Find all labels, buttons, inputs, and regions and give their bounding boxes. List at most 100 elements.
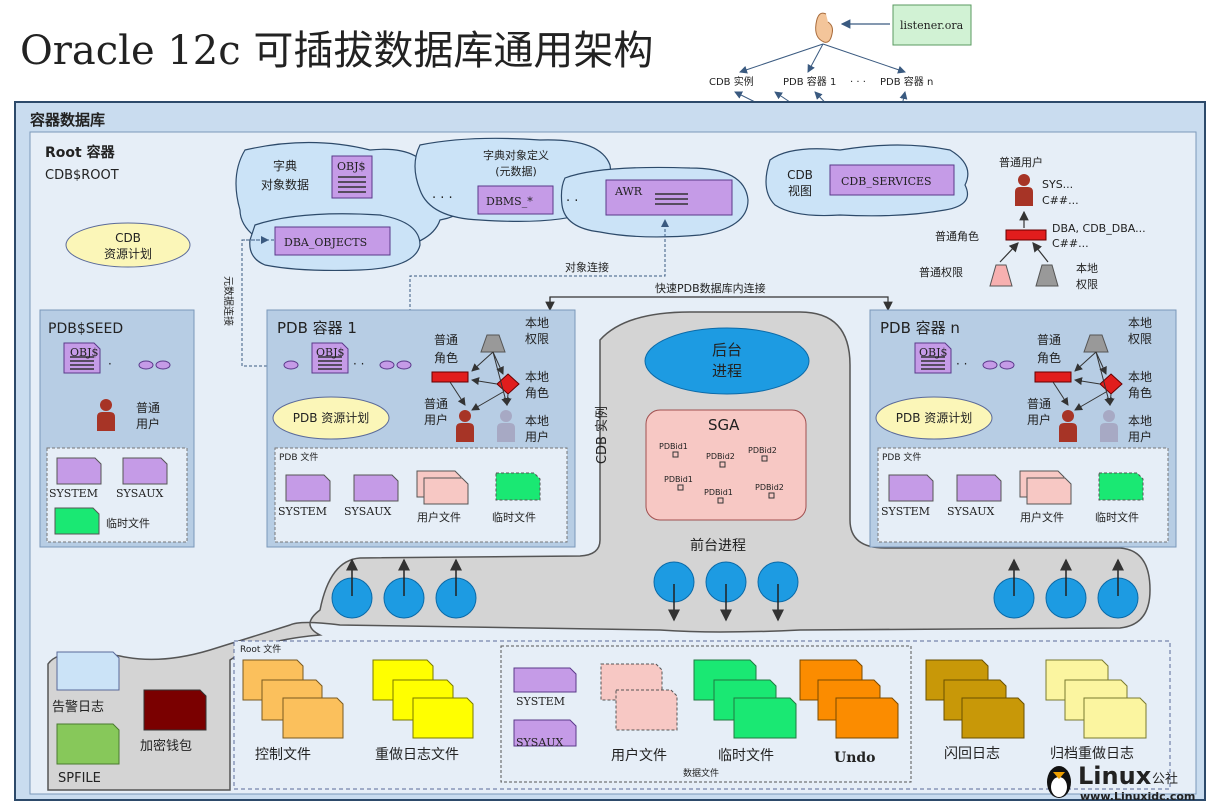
- cdb-resource-plan-label: CDB 资源计划: [104, 231, 152, 261]
- pdb1-common-role-label: 普通角色: [434, 333, 458, 365]
- pdb1-resource-plan-label: PDB 资源计划: [293, 411, 370, 425]
- cdb-resource-plan-line2: 资源计划: [104, 247, 152, 261]
- pdbn-resource-plan-label: PDB 资源计划: [896, 411, 973, 425]
- root-common-role-icon: [1005, 229, 1047, 241]
- root-sysaux-label: SYSAUX: [516, 736, 564, 749]
- pdb1-temp-files-icon: [495, 472, 541, 501]
- flashback-logs-label: 闪回日志: [944, 746, 1000, 762]
- foreground-process-circle: [1045, 558, 1087, 619]
- listener-target-cdb: CDB 实例: [709, 75, 754, 88]
- pdbn-common-role-label-line1: 普通: [1037, 333, 1061, 347]
- wallet-icon: [143, 689, 207, 731]
- root-user-files-label: 用户文件: [611, 747, 667, 764]
- cdb-services-label: CDB_SERVICES: [841, 175, 932, 188]
- pdbn-label: PDB 容器 n: [880, 319, 960, 337]
- pdbn-user-files-icon: [1019, 470, 1072, 505]
- pdbid-marker: [761, 455, 768, 462]
- pdb-seed-obj-label: OBJ$: [70, 346, 99, 359]
- metadata-link-label: 元数据连接: [222, 276, 235, 326]
- pdb1-obj-label: OBJ$: [316, 346, 345, 359]
- listener-group: listener.ora CDB 实例 PDB 容器 1 · · · PDB 容…: [709, 4, 972, 169]
- foreground-process-label: 前台进程: [690, 537, 746, 554]
- root-user-files-icon: [600, 663, 678, 731]
- pdb-seed-sysaux-label: SYSAUX: [116, 487, 164, 500]
- pdb1-files-label: PDB 文件: [279, 451, 318, 463]
- awr-box: [605, 179, 733, 216]
- background-process-line1: 后台: [712, 341, 742, 359]
- redo-files-icon: [372, 659, 474, 739]
- pdbid-label: PDBid2: [748, 446, 777, 455]
- pdbn-sysaux-icon: [956, 474, 1002, 502]
- pdb-seed: PDB$SEED OBJ$ · 普通用户 SYSTEM SYSAUX 临时文件: [39, 309, 195, 548]
- watermark: Linux 公社 www.Linuxidc.com: [1047, 762, 1195, 803]
- spfile-label: SPFILE: [58, 771, 101, 786]
- background-process-label: 后台进程: [712, 341, 742, 380]
- watermark-url: www.Linuxidc.com: [1080, 790, 1195, 803]
- awr-label: AWR: [614, 185, 643, 198]
- cdb-instance-area: [47, 311, 1151, 791]
- pdb-seed-label: PDB$SEED: [48, 321, 123, 337]
- pdbn-local-priv-label-line2: 权限: [1128, 332, 1152, 346]
- root-local-priv-line1: 本地: [1076, 261, 1098, 275]
- watermark-suffix: 公社: [1152, 771, 1178, 787]
- pdb1-local-priv-label-line1: 本地: [525, 316, 549, 330]
- foreground-process-circle: [653, 561, 695, 622]
- pdb1-local-role-label-line2: 角色: [525, 386, 549, 400]
- spfile-icon: [56, 723, 120, 765]
- root-common-role-names-line1: DBA, CDB_DBA...: [1052, 222, 1146, 235]
- pdb-seed-system-label: SYSTEM: [49, 487, 98, 500]
- pdbn-local-role-label: 本地角色: [1128, 370, 1152, 400]
- pdb1-common-role-label-line2: 角色: [434, 351, 458, 365]
- pdbn-common-user-label: 普通用户: [1027, 397, 1051, 427]
- cdb-resource-plan-line1: CDB: [115, 231, 141, 245]
- listener-target-pdb1: PDB 容器 1: [783, 75, 836, 88]
- cdb-instance-label: CDB 实例: [595, 406, 610, 464]
- pdbn-local-user-label-line2: 用户: [1128, 429, 1152, 444]
- pdbn-temp-files-icon: [1098, 472, 1144, 501]
- pdbid-label: PDBid2: [706, 452, 735, 461]
- root-temp-files-label: 临时文件: [718, 748, 774, 764]
- svg-text:·: ·: [108, 357, 112, 371]
- root-sysaux-icon: [513, 719, 577, 747]
- pdb1-temp-files-label: 临时文件: [492, 510, 536, 524]
- root-local-priv-label: 本地权限: [1076, 261, 1098, 291]
- data-files-label: 数据文件: [683, 767, 719, 779]
- dict-meta-line1: 字典对象定义: [483, 148, 549, 162]
- pdb1-system-label: SYSTEM: [278, 505, 327, 518]
- pdb1-local-user-label-line2: 用户: [525, 429, 549, 444]
- cdb-views-line1: CDB: [787, 168, 813, 182]
- pdbid-marker: [768, 492, 775, 499]
- pdbid-marker: [719, 461, 726, 468]
- background-process: [644, 327, 810, 395]
- dbms-box: [477, 185, 554, 215]
- pdbid-label: PDBid1: [659, 442, 688, 451]
- pdb1-common-user-label-line1: 普通: [424, 397, 448, 411]
- listener-ora-file: [892, 4, 972, 46]
- pdb-seed-system-icon: [56, 457, 102, 485]
- pdb-seed-temp-label: 临时文件: [106, 516, 150, 530]
- root-common-priv-label: 普通权限: [919, 265, 963, 279]
- pdb1-common-user-label-line2: 用户: [424, 412, 448, 427]
- root-common-role-names-line2: C##...: [1052, 237, 1089, 250]
- pdbn-common-role-icon: [1034, 371, 1072, 383]
- pdb1-common-user-label: 普通用户: [424, 397, 448, 427]
- pdb1-common-role-label-line1: 普通: [434, 333, 458, 347]
- pdbid-marker: [677, 484, 684, 491]
- flashback-logs-icon: [925, 659, 1025, 739]
- pdbn-system-icon: [888, 474, 934, 502]
- control-files-label: 控制文件: [255, 747, 311, 763]
- dba-objects-label: DBA_OBJECTS: [284, 236, 367, 249]
- svg-text:· ·: · ·: [353, 357, 364, 371]
- pdbid-label: PDBid2: [755, 483, 784, 492]
- watermark-brand: Linux: [1078, 762, 1152, 790]
- foreground-process-circle: [435, 558, 477, 619]
- pdb-seed-user-label: 普通用户: [136, 401, 160, 431]
- listener-file-label: listener.ora: [900, 19, 964, 32]
- pdb-seed-user-line2: 用户: [136, 416, 160, 431]
- pdbn-common-user-label-line1: 普通: [1027, 397, 1051, 411]
- pdb-seed-temp-icon: [54, 507, 100, 535]
- root-container-label: Root 容器: [45, 144, 116, 161]
- pdb1-local-role-label-line1: 本地: [525, 370, 549, 384]
